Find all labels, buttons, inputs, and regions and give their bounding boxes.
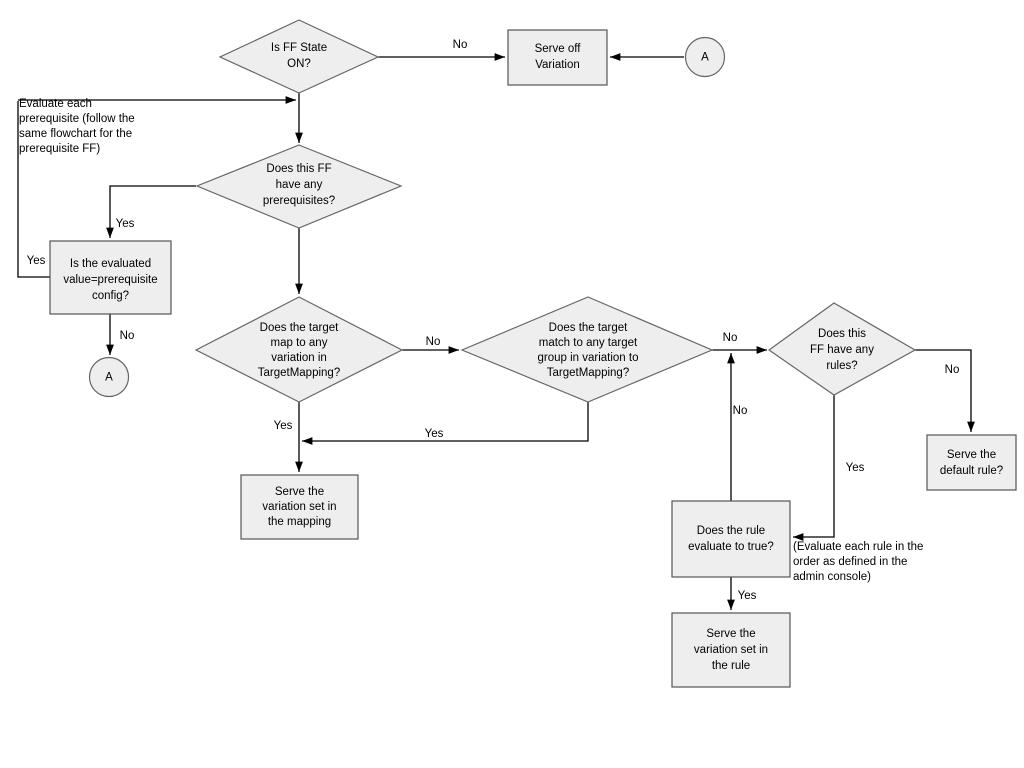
- node-serve-off-variation[interactable]: Serve off Variation: [507, 29, 608, 86]
- edge-label-targetgroup-yes: Yes: [425, 428, 444, 440]
- node-has-prerequisites[interactable]: Does this FF have any prerequisites?: [195, 144, 403, 229]
- node-label-line3: the mapping: [268, 516, 331, 528]
- node-label-line4: TargetMapping?: [258, 367, 340, 379]
- note-rule-order: (Evaluate each rule in the order as defi…: [793, 541, 923, 583]
- diamond-shape: [195, 144, 403, 229]
- node-label-line1: Serve the: [947, 449, 996, 461]
- node-label-line2: value=prerequisite: [63, 274, 157, 286]
- node-evaluated-value-equals-prereq-config[interactable]: Is the evaluated value=prerequisite conf…: [49, 240, 172, 315]
- node-label-line3: variation in: [271, 352, 327, 364]
- node-label-line3: prerequisites?: [263, 195, 335, 207]
- node-serve-variation-mapping[interactable]: Serve the variation set in the mapping: [240, 474, 359, 540]
- connector-layer: [17, 53, 975, 610]
- node-label-line1: Is FF State: [271, 42, 327, 54]
- node-label-line2: match to any target: [539, 337, 638, 349]
- note-prerequisite-evaluation: Evaluate each prerequisite (follow the s…: [19, 98, 135, 155]
- box-shape: [507, 29, 608, 86]
- edge-label-ruletrue-no: No: [733, 405, 748, 417]
- node-connector-a-top[interactable]: A: [684, 36, 726, 78]
- node-label-line1: Does this: [818, 328, 866, 340]
- node-label-line3: group in variation to: [537, 352, 638, 364]
- circle-shape: [88, 356, 130, 398]
- node-label-line1: Does this FF: [266, 163, 331, 175]
- node-connector-a-left[interactable]: A: [88, 356, 130, 398]
- node-label-line2: have any: [276, 179, 323, 191]
- diamond-shape: [194, 296, 404, 403]
- note-line3: same flowchart for the: [19, 128, 132, 140]
- note-line2: order as defined in the: [793, 556, 907, 568]
- edge-label-targetmap-no: No: [426, 336, 441, 348]
- node-label-line3: the rule: [712, 660, 750, 672]
- node-label: A: [105, 372, 113, 384]
- box-shape: [926, 434, 1017, 491]
- node-has-rules[interactable]: Does this FF have any rules?: [767, 302, 917, 396]
- node-is-ff-state-on[interactable]: Is FF State ON?: [218, 19, 380, 94]
- diamond-shape: [218, 19, 380, 94]
- box-shape: [240, 474, 359, 540]
- box-shape: [671, 612, 791, 688]
- note-line2: prerequisite (follow the: [19, 113, 135, 125]
- node-label-line1: Serve the: [275, 486, 324, 498]
- node-target-match-group[interactable]: Does the target match to any target grou…: [460, 296, 714, 403]
- node-label-line1: Serve off: [535, 43, 582, 55]
- edge-evaluated-yes-loop: [17, 101, 50, 278]
- box-shape: [49, 240, 172, 315]
- node-label-line1: Serve the: [706, 628, 755, 640]
- node-label-line2: variation set in: [694, 644, 768, 656]
- note-line3: admin console): [793, 571, 871, 583]
- edge-label-prereq-yes: Yes: [116, 218, 135, 230]
- edge-hasrules-yes: [793, 395, 835, 541]
- node-rule-evaluates-true[interactable]: Does the rule evaluate to true?: [671, 500, 791, 578]
- edge-label-evaluated-yes: Yes: [27, 255, 46, 267]
- node-label-line2: map to any: [271, 337, 328, 349]
- node-label-line2: default rule?: [940, 465, 1003, 477]
- node-label-line4: TargetMapping?: [547, 367, 629, 379]
- edge-label-targetmap-yes: Yes: [274, 420, 293, 432]
- node-target-map-to-variation[interactable]: Does the target map to any variation in …: [194, 296, 404, 403]
- diamond-shape: [767, 302, 917, 396]
- node-label-line3: config?: [92, 290, 129, 302]
- node-label-line1: Does the target: [549, 322, 628, 334]
- edge-prereq-yes: [106, 185, 196, 238]
- node-label-line2: FF have any: [810, 344, 874, 356]
- note-line4: prerequisite FF): [19, 143, 100, 155]
- box-shape: [671, 500, 791, 578]
- node-label: A: [701, 52, 709, 64]
- edge-hasrules-no: [915, 349, 975, 432]
- edge-label-evaluated-no: No: [120, 330, 135, 342]
- node-serve-default-rule[interactable]: Serve the default rule?: [926, 434, 1017, 491]
- node-label-line2: variation set in: [262, 501, 336, 513]
- node-label-line1: Does the rule: [697, 525, 765, 537]
- circle-shape: [684, 36, 726, 78]
- edge-label-ffstate-no: No: [453, 39, 468, 51]
- edge-label-layer: No Yes Yes No No Yes Yes No No No Yes Ye…: [27, 39, 960, 602]
- node-label-line3: rules?: [826, 360, 857, 372]
- node-label-line2: ON?: [287, 58, 311, 70]
- node-label-line1: Is the evaluated: [70, 258, 151, 270]
- edge-label-ruletrue-yes: Yes: [738, 590, 757, 602]
- note-line1: (Evaluate each rule in the: [793, 541, 923, 553]
- node-label-line2: Variation: [535, 59, 580, 71]
- node-label-line2: evaluate to true?: [688, 541, 774, 553]
- edge-targetgroup-yes: [302, 402, 589, 445]
- node-serve-variation-rule[interactable]: Serve the variation set in the rule: [671, 612, 791, 688]
- edge-label-hasrules-no: No: [945, 364, 960, 376]
- note-line1: Evaluate each: [19, 98, 92, 110]
- diamond-shape: [460, 296, 714, 403]
- node-label-line1: Does the target: [260, 322, 339, 334]
- edge-label-targetgroup-no: No: [723, 332, 738, 344]
- edge-label-hasrules-yes: Yes: [846, 462, 865, 474]
